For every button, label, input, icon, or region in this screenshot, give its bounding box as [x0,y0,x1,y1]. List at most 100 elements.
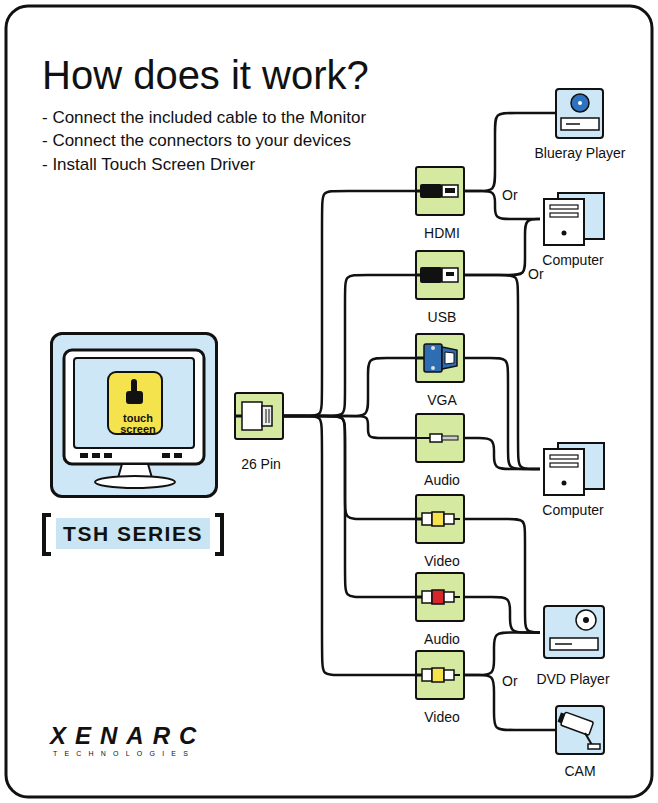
connector-box: Video [415,650,465,700]
node-label: Computer [490,252,656,268]
monitor-drawing-part [104,453,112,458]
dvd-player-icon-part [544,606,604,658]
connector-box: 26 Pin [234,392,284,440]
monitor-box: touch screen [50,332,218,498]
rca-video-icon-part [432,512,444,526]
rca-video-icon-part [432,668,444,682]
usb-plug-icon-part [420,267,442,283]
connector-line [284,275,415,416]
or-label: Or [502,187,518,203]
connector-line [284,416,415,675]
device-node: Blueray Player [555,88,605,138]
series-brackets-part [44,515,51,554]
node-label: USB [392,309,492,325]
dvd-player-icon-part [576,610,596,630]
connector-line [284,191,415,416]
vga-plug-icon-part [445,352,454,364]
audio-jack-icon-part [417,437,430,439]
node-label: touch screen [108,413,168,435]
connector-line [284,416,415,519]
vga-plug-icon-part [431,346,435,350]
device-node: Computer [540,443,606,495]
bluray-player-icon-part [578,101,582,105]
brand-logo: XENARC [50,722,205,750]
rca-audio-icon [417,590,460,604]
node-label: Video [392,709,492,725]
bluray-player-icon-part [556,89,603,138]
usb-plug-icon [416,267,458,283]
device-node: Computer [540,193,606,245]
rca-video-icon-part [454,518,460,520]
rca-video-icon-part [417,518,422,521]
connector-line [465,633,540,676]
connector-box: VGA [415,333,465,383]
dvd-player-icon-part [583,617,589,623]
series-band: TSH SERIES [56,518,210,549]
audio-jack-icon [417,434,458,442]
connector-line [465,275,540,469]
series-brackets [44,515,222,554]
node-label: HDMI [392,225,492,241]
connector-box: Video [415,494,465,544]
monitor-drawing-part [64,350,204,464]
pin-connector-icon-part [236,415,242,418]
monitor-drawing [64,350,204,488]
monitor-drawing-part [126,391,143,404]
rca-video-icon-part [422,513,432,525]
connector-line [284,358,415,416]
node-label: CAM [505,763,655,779]
vga-plug-icon-part [416,357,424,360]
connector-box: Audio [415,572,465,622]
monitor-drawing-part [95,476,175,488]
camera-icon-part [585,733,592,745]
camera-icon-part [556,706,604,754]
monitor-drawing-part [162,453,170,458]
computer-icon [544,193,604,245]
bluray-player-icon-part [571,94,589,112]
camera-icon [556,706,604,754]
audio-jack-icon-part [430,434,442,442]
connector-box: USB [415,250,465,300]
instruction-text: - Install Touch Screen Driver [42,155,255,175]
camera-icon-part [557,711,594,736]
instruction-text: - Connect the included cable to the Moni… [42,108,366,128]
node-label: 26 Pin [211,456,311,472]
usb-plug-icon-part [416,274,420,277]
connector-line [465,113,555,191]
or-label: Or [502,673,518,689]
connector-line [465,597,540,633]
connector-line [465,519,540,633]
vga-plug-icon [416,344,457,372]
rca-video-icon-part [417,674,422,677]
brand-tagline: TECHNOLOGIES [53,750,195,758]
monitor-drawing-part [131,379,137,395]
hdmi-plug-icon [416,184,458,198]
device-node: DVD Player [540,605,606,660]
hdmi-plug-icon-part [445,188,455,193]
pin-connector-icon-part [262,406,272,426]
rca-video-icon [417,512,460,526]
rca-audio-icon-part [432,590,444,604]
rca-video-icon-part [422,669,432,681]
monitor-drawing-part [80,453,88,458]
vga-plug-icon-part [442,347,457,369]
title: How does it work? [42,52,369,98]
node-label: Blueray Player [505,145,655,161]
pin-connector-icon [236,402,272,430]
dvd-player-icon-part [550,638,598,650]
camera-icon-part [557,712,564,723]
instruction-text: - Connect the connectors to your devices [42,131,351,151]
hdmi-plug-icon-part [442,185,458,197]
camera-icon-part [588,744,600,749]
usb-plug-icon-part [442,268,458,282]
rca-video-icon [417,668,460,682]
device-node: CAM [555,705,605,755]
rca-video-icon-part [444,514,454,524]
node-label: Audio [392,472,492,488]
bluray-player-icon-part [561,118,599,130]
audio-jack-icon-part [442,436,458,440]
pin-connector-icon-part [242,402,262,430]
monitor-drawing-part [92,453,100,458]
connector-line [465,358,540,469]
